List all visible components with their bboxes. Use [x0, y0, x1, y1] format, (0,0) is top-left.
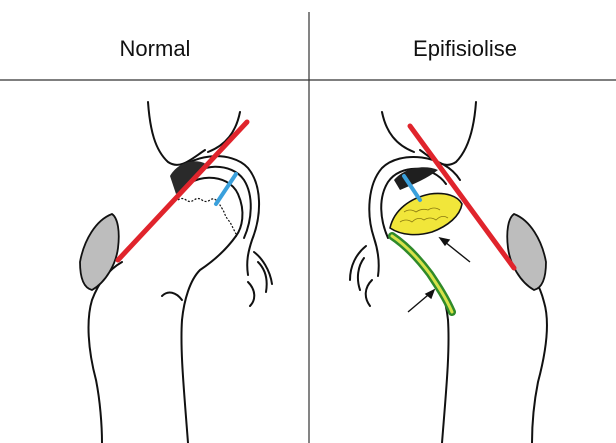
normal-klein-line — [118, 122, 247, 260]
slipped-pelvis-outline — [420, 102, 476, 165]
slipped-epiphysis — [390, 193, 462, 234]
slipped-femoral-shaft-medial — [442, 320, 449, 443]
normal-obturator-curves — [248, 252, 272, 306]
arrow-head-physis — [426, 290, 434, 298]
normal-femoral-neck-upper — [182, 236, 236, 320]
normal-greater-trochanter — [80, 214, 119, 290]
normal-physis-line — [178, 199, 236, 235]
normal-hip-drawing — [89, 102, 272, 443]
normal-pelvis-outline — [148, 102, 205, 165]
slipped-obturator-curves — [350, 246, 372, 306]
normal-acetabular-roof — [170, 161, 206, 194]
normal-lesser-trochanter — [162, 293, 182, 300]
slipped-ilium-curve — [382, 112, 414, 152]
slipped-annotation-arrows — [408, 238, 470, 312]
slipped-femoral-neck — [394, 238, 448, 320]
slipped-greater-trochanter — [507, 214, 546, 290]
normal-femoral-shaft-medial — [181, 320, 188, 443]
